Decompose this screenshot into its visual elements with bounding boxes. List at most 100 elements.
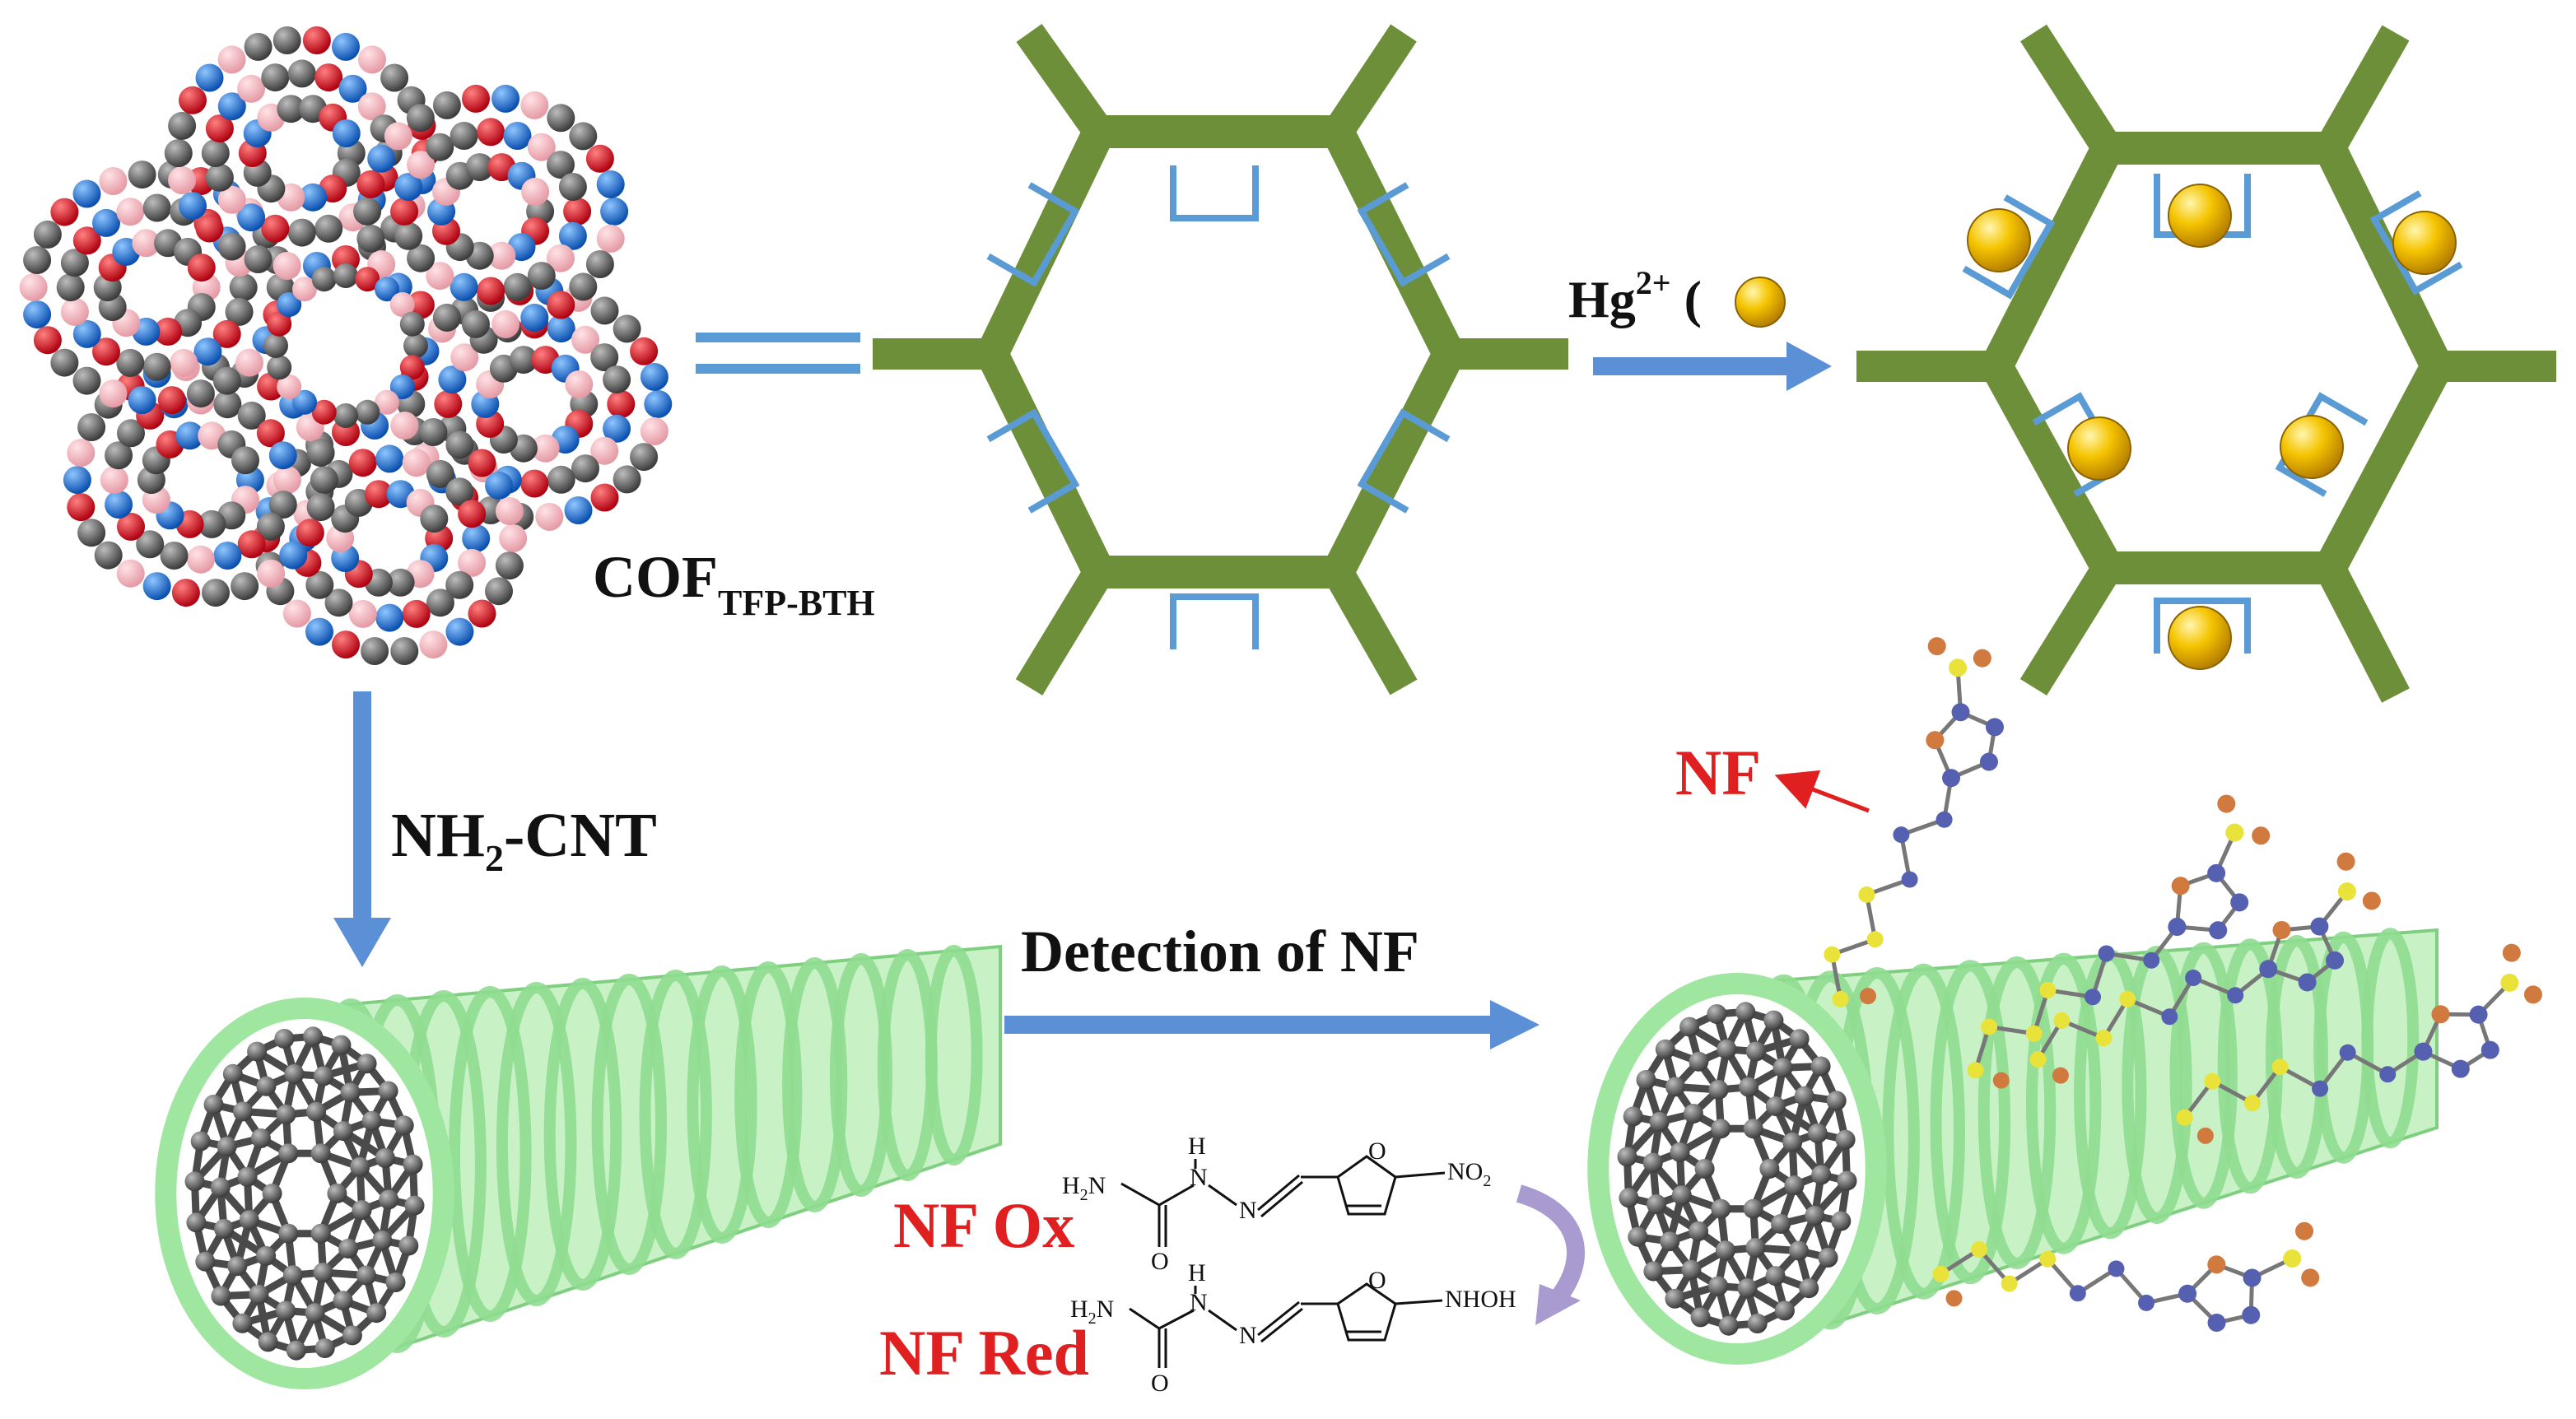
cof-atom [116,559,145,588]
cof-atom [213,542,242,570]
svg-text:H: H [1188,1259,1206,1286]
cof-atom [292,389,317,415]
cof-label-main: COF [593,544,718,610]
cof-atom [353,197,382,226]
cof-atom [384,122,412,151]
cof-atom [116,348,145,377]
cof-atom [521,177,550,206]
svg-text:N: N [1190,1289,1208,1316]
cof-atom [100,466,128,495]
svg-text:N: N [1190,1164,1208,1191]
hg-ion-legend-sphere [1735,277,1786,328]
cof-atom [56,273,85,302]
cof-atom [314,63,343,92]
cof-atom [277,375,302,399]
cof-atom [23,246,52,274]
cof-atom [603,414,631,443]
cof-atom [531,434,560,463]
cof-atom [256,512,285,541]
cof-atom [268,491,297,519]
cof-atom [358,45,386,74]
cof-atom [399,311,425,337]
cof-atom [257,559,286,588]
cof-atom [277,292,302,317]
cof-atom [154,317,183,346]
cof-atom [613,465,641,494]
cof-pore-hexagon [873,24,1568,696]
cof-atom [491,309,520,338]
cof-atom [644,389,673,418]
cof-atom [569,272,598,301]
svg-text:H: H [1188,1133,1206,1160]
cof-atom [287,59,316,88]
cof-atom [338,74,367,103]
cof-atom [403,333,428,358]
hg-ion [2168,606,2232,670]
cof-atom [547,465,575,494]
cof-atom [434,389,463,418]
cof-atom [547,151,575,179]
cof-atom [186,545,215,574]
cof-atom [477,277,505,305]
cof-atom [72,366,101,395]
cof-atom [237,401,266,430]
nh2-label: NH [391,801,485,870]
cof-atom [348,599,377,628]
cof-atom [571,325,599,354]
cof-atom [389,375,415,399]
cof-cnt-composite [155,944,1002,1389]
cof-atom [267,355,292,380]
cof-atom [244,245,273,273]
cof-atom [640,417,668,445]
cof-atom [406,104,435,133]
nanotube-opening [155,998,454,1389]
cof-atom [67,439,95,468]
cof-atom [160,542,189,570]
cof-atom [195,214,224,243]
cof-atom [117,419,145,448]
cof-atom [438,365,467,394]
cof-atom [468,599,496,628]
cof-atom [305,570,334,599]
cof-atom [357,92,386,121]
cof-atom [503,122,532,150]
cof-atom [205,114,234,143]
cof-atom [613,314,641,343]
cof-atom [380,63,409,92]
cof-atom [171,579,200,607]
cof-atom [375,603,404,632]
cof-atom [235,348,263,377]
cof-atom [63,466,91,495]
svg-text:H2N: H2N [1070,1296,1114,1328]
cof-atom [273,252,301,280]
cof-atom [186,379,215,408]
cof-atom [302,26,331,54]
cof-atom [485,577,513,606]
cof-atom [458,548,487,577]
cof-atom [67,493,95,522]
svg-text:NHOH: NHOH [1445,1286,1516,1313]
cof-atom [132,229,161,258]
cof-atom [23,300,52,329]
cof-atom [310,466,338,495]
cof-atom [630,337,659,365]
cof-atom [33,326,62,355]
cof-atom [407,151,436,179]
cof-atom [547,314,575,343]
cof-atom [306,493,335,522]
cof-atom [375,277,399,302]
cof-atom [468,449,496,477]
cof-atom [420,505,449,533]
cof-atom [585,144,614,173]
cof-atom [547,291,575,319]
cof-atom [170,348,198,377]
cof-atom [356,170,385,198]
cof-atom [164,139,193,167]
cof-atom [179,192,207,221]
cof-atom [229,273,258,302]
cof-atom [375,444,404,473]
cof-atom [527,262,556,291]
cof-atom [607,389,636,418]
cof-atom [99,167,128,195]
